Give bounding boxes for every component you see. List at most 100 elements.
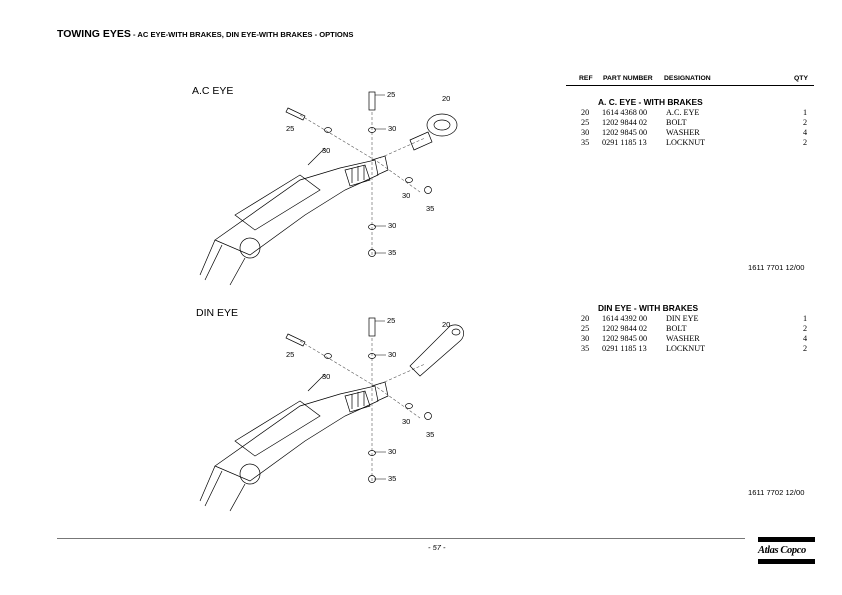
callout-label: 20: [442, 320, 450, 329]
cell-qty: 2: [803, 324, 808, 333]
cell-ref: 25: [581, 118, 590, 127]
bellows: [344, 390, 371, 413]
ac-eye-shank: [409, 131, 433, 151]
callout-label: 25: [387, 90, 395, 99]
cell-qty: 2: [803, 118, 808, 127]
col-header-qty: QTY: [794, 75, 808, 82]
section-heading-din-eye: DIN EYE - WITH BRAKES: [598, 303, 699, 313]
cell-part: 1202 9844 02: [602, 324, 648, 333]
callout-label: 30: [388, 124, 396, 133]
section-heading-ac-eye: A. C. EYE - WITH BRAKES: [598, 97, 703, 107]
cell-qty: 1: [803, 314, 808, 323]
callout-label: 20: [442, 94, 450, 103]
drawbar-outline: [214, 159, 379, 256]
cell-designation: DIN EYE: [666, 314, 699, 323]
cell-qty: 2: [803, 344, 808, 353]
page-title: TOWING EYES - AC EYE-WITH BRAKES, DIN EY…: [57, 28, 353, 40]
cell-designation: A.C. EYE: [666, 108, 700, 117]
cell-ref: 30: [581, 334, 590, 343]
table-row: 35 0291 1185 13 LOCKNUT 2: [0, 344, 842, 354]
diagram-title-ac-eye: A.C EYE: [192, 85, 234, 97]
callout-label: 25: [286, 124, 294, 133]
bolt-vertical: [368, 317, 376, 337]
bolt-angled: [285, 333, 306, 347]
cell-designation: BOLT: [666, 118, 687, 127]
cell-designation: WASHER: [666, 128, 700, 137]
cell-qty: 2: [803, 138, 808, 147]
bellows: [344, 164, 371, 187]
cell-ref: 30: [581, 128, 590, 137]
callout-label: 30: [388, 447, 396, 456]
brake-lever: [234, 400, 321, 457]
cell-part: 1202 9845 00: [602, 128, 648, 137]
cell-ref: 20: [581, 314, 590, 323]
locknut: [424, 412, 432, 420]
coupling-wheel: [239, 237, 261, 259]
washer: [368, 224, 376, 230]
washer: [368, 450, 376, 456]
washer: [368, 127, 376, 133]
cell-designation: LOCKNUT: [666, 344, 706, 353]
cell-ref: 25: [581, 324, 590, 333]
col-header-ref: REF: [579, 75, 593, 82]
table-row: 20 1614 4368 00 A.C. EYE 1: [0, 108, 842, 118]
tube-end: [371, 381, 389, 402]
cell-part: 1614 4392 00: [602, 314, 648, 323]
callout-label: 35: [426, 204, 434, 213]
cell-qty: 4: [803, 128, 808, 137]
callout-label: 30: [322, 372, 330, 381]
washer: [405, 403, 413, 409]
col-header-part-number: PART NUMBER: [603, 75, 653, 82]
brake-lever: [234, 174, 321, 231]
callout-label: 35: [388, 248, 396, 257]
cell-ref: 35: [581, 344, 590, 353]
tube-end: [371, 155, 389, 176]
locknut: [424, 186, 432, 194]
bolt-angled: [285, 107, 306, 121]
cell-qty: 4: [803, 334, 808, 343]
header-divider: [566, 85, 814, 86]
washer: [368, 353, 376, 359]
bolt-vertical: [368, 91, 376, 111]
cell-ref: 20: [581, 108, 590, 117]
cell-part: 0291 1185 13: [602, 344, 647, 353]
din-eye-hole: [451, 328, 461, 336]
coupling-wheel: [239, 463, 261, 485]
assembly-axis: [299, 338, 426, 481]
callout-label: 30: [322, 146, 330, 155]
callout-label: 25: [387, 316, 395, 325]
cell-qty: 1: [803, 108, 808, 117]
cell-ref: 35: [581, 138, 590, 147]
drawbar-outline: [214, 385, 379, 482]
ac-eye-ring: [426, 113, 458, 137]
ac-eye-hole: [433, 119, 451, 131]
callout-label: 25: [286, 350, 294, 359]
cable-lines: [199, 147, 326, 286]
callout-label: 30: [402, 191, 410, 200]
washer: [405, 177, 413, 183]
cell-part: 1614 4368 00: [602, 108, 648, 117]
title-subtitle: - AC EYE-WITH BRAKES, DIN EYE-WITH BRAKE…: [130, 30, 354, 39]
drawing-number: 1611 7702 12/00: [748, 488, 805, 497]
callout-label: 30: [388, 221, 396, 230]
cell-part: 0291 1185 13: [602, 138, 647, 147]
atlas-copco-logo: Atlas Copco: [758, 537, 815, 564]
page-number: - 57 -: [428, 543, 446, 552]
diagram-title-din-eye: DIN EYE: [196, 307, 239, 319]
logo-text: Atlas Copco: [758, 545, 806, 556]
title-main: TOWING EYES: [57, 28, 131, 40]
washer: [324, 127, 332, 133]
washer: [324, 353, 332, 359]
footer-divider: [57, 538, 745, 539]
callout-label: 30: [388, 350, 396, 359]
callout-label: 30: [402, 417, 410, 426]
callout-label: 35: [426, 430, 434, 439]
table-row: 30 1202 9845 00 WASHER 4: [0, 128, 842, 138]
drawing-number: 1611 7701 12/00: [748, 263, 805, 272]
